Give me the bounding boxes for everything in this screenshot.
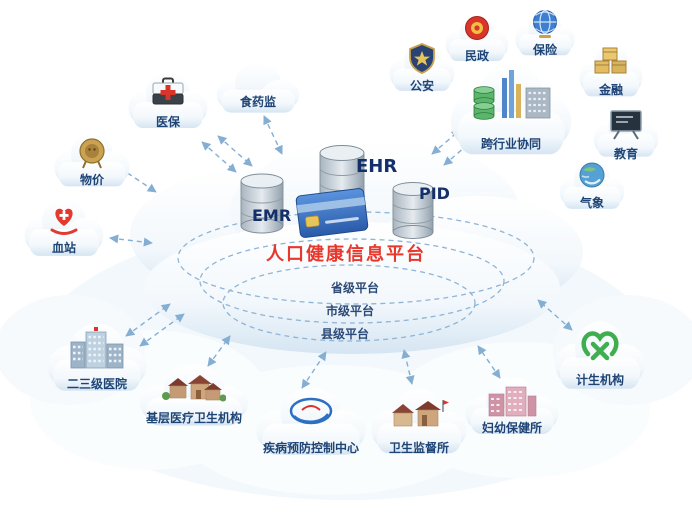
node-label: 基层医疗卫生机构 xyxy=(145,411,243,425)
node-label: 疾病预防控制中心 xyxy=(262,441,360,455)
dashed-arrow xyxy=(263,115,283,155)
node-gongan: 公安 xyxy=(386,36,458,96)
node-baoxian: 保险 xyxy=(512,4,578,60)
node-xuezhan: 血站 xyxy=(20,190,108,262)
platform-title: 人口健康信息平台 xyxy=(266,244,426,265)
dashed-arrow xyxy=(207,335,231,367)
node-weijian: 卫生监督所 xyxy=(366,380,472,460)
node-label: 民政 xyxy=(464,49,490,63)
police-badge-icon xyxy=(409,43,435,74)
node-label: 计生机构 xyxy=(575,373,625,387)
price-seal-icon xyxy=(79,138,105,169)
node-label: 妇幼保健所 xyxy=(481,421,543,435)
node-label: 卫生监督所 xyxy=(388,441,450,455)
supervision-houses-icon xyxy=(392,400,449,427)
node-jinrong: 金融 xyxy=(576,36,646,102)
tier-label-county: 县级平台 xyxy=(321,327,370,341)
node-label: 金融 xyxy=(598,83,624,97)
node-label: 保险 xyxy=(532,43,558,57)
node-minzheng: 民政 xyxy=(442,8,512,66)
cdc-logo-icon xyxy=(289,397,333,425)
pid-database-icon xyxy=(392,182,434,239)
node-jisheng: 计生机构 xyxy=(550,312,650,396)
tier-label-province: 省级平台 xyxy=(331,281,380,295)
health-card-icon xyxy=(295,188,369,238)
community-houses-icon xyxy=(162,375,226,402)
dashed-arrow xyxy=(109,234,153,247)
node-label: 二三级医院 xyxy=(66,377,128,391)
node-qixiang: 气象 xyxy=(556,154,628,214)
dashed-arrow xyxy=(119,167,157,193)
ehr-label: EHR xyxy=(356,156,398,177)
green-ribbon-icon xyxy=(581,331,619,361)
civil-emblem-icon xyxy=(465,16,489,40)
node-yibao: 医保 xyxy=(124,64,212,134)
globe-icon xyxy=(533,9,557,38)
dashed-arrow xyxy=(301,351,327,389)
node-label: 公安 xyxy=(409,79,435,93)
node-shiyaojian: 食药监 xyxy=(212,56,304,118)
dashed-arrow xyxy=(201,141,237,173)
industry-collab-icon xyxy=(473,70,551,120)
node-wujia: 物价 xyxy=(50,126,134,192)
node-label: 物价 xyxy=(79,173,105,187)
node-label: 教育 xyxy=(613,147,639,161)
emr-database-icon xyxy=(240,173,284,234)
node-jiaoyu: 教育 xyxy=(590,100,662,162)
tier-label-city: 市级平台 xyxy=(326,304,375,318)
tier-rings xyxy=(177,211,535,342)
node-jiceng: 基层医疗卫生机构 xyxy=(134,356,254,432)
node-kuahangye: 跨行业协同 xyxy=(444,50,578,164)
emr-label: EMR xyxy=(252,206,292,225)
mch-buildings-icon xyxy=(488,386,537,417)
node-label: 气象 xyxy=(579,196,605,210)
dashed-arrow xyxy=(401,349,415,385)
dashed-arrow xyxy=(139,313,185,347)
node-hospital: 二三级医院 xyxy=(42,314,152,398)
dashed-arrow xyxy=(477,345,501,379)
node-cdc: 疾病预防控制中心 xyxy=(250,378,372,462)
node-label: 医保 xyxy=(155,115,181,129)
blood-donation-icon xyxy=(50,208,78,235)
gold-stack-icon xyxy=(594,47,627,74)
medical-kit-icon xyxy=(152,77,184,105)
hospital-buildings-icon xyxy=(70,327,124,369)
node-label: 食药监 xyxy=(239,95,277,109)
blackboard-icon xyxy=(610,110,642,140)
pid-label: PID xyxy=(419,184,450,203)
dashed-arrow xyxy=(537,299,573,331)
node-label: 跨行业协同 xyxy=(480,137,542,151)
node-label: 血站 xyxy=(51,241,77,255)
dashed-arrow xyxy=(217,135,253,167)
node-fuyou: 妇幼保健所 xyxy=(460,370,564,440)
weather-globe-icon xyxy=(579,162,605,188)
